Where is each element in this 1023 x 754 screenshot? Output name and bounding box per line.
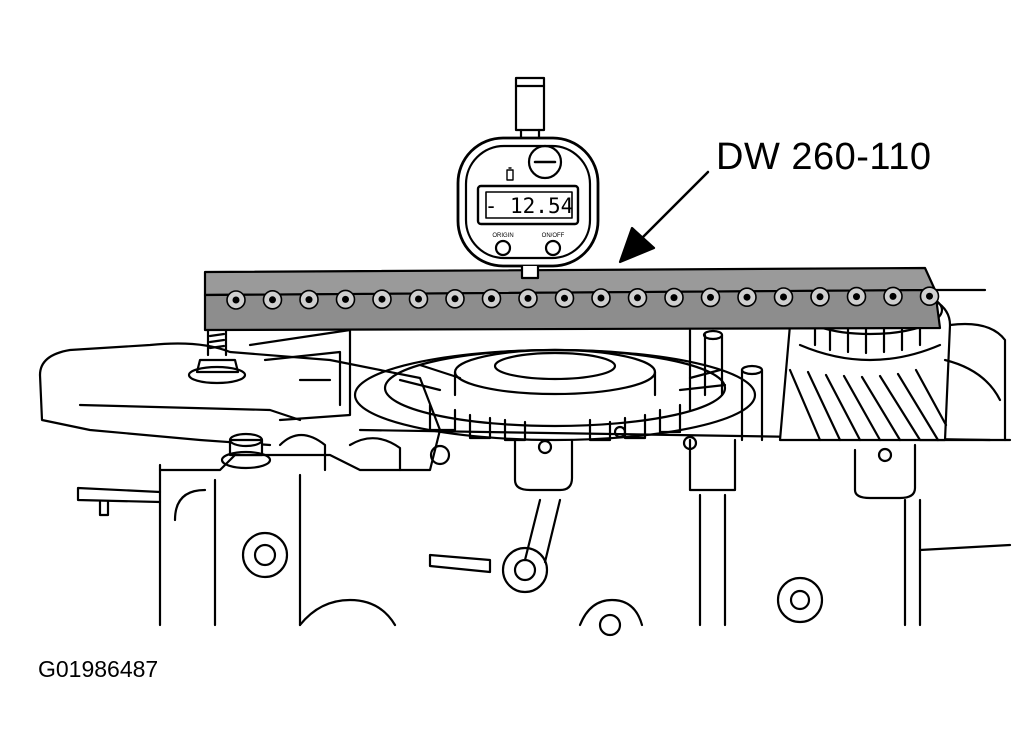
label-arrow <box>618 170 710 264</box>
shift-posts <box>688 328 764 442</box>
bolt-hole-center <box>269 296 276 304</box>
bolt-hole-center <box>305 296 313 304</box>
tool-label: DW 260-110 <box>716 136 932 178</box>
bolt-hole-center <box>232 296 240 304</box>
bolt-hole-center <box>707 293 714 301</box>
bolt-hole-center <box>853 293 860 301</box>
transmission-housing <box>38 342 1012 637</box>
bolt-hole-center <box>415 295 422 303</box>
dial-reading: - 12.54 <box>485 194 574 218</box>
dial-indicator <box>456 76 600 280</box>
bolt-hole-center <box>342 295 349 303</box>
bolt-hole-center <box>561 294 568 302</box>
bearing-ring <box>353 348 757 442</box>
bolt-hole-center <box>634 294 641 302</box>
bolt-hole-center <box>743 293 751 301</box>
gauge-bar-holes <box>226 286 940 310</box>
bolt-hole-center <box>816 293 824 301</box>
bolt-hole-center <box>926 292 933 300</box>
bolt-hole-center <box>670 294 678 302</box>
origin-button-label: ORIGIN <box>492 233 513 239</box>
figure-id: G01986487 <box>38 656 159 682</box>
bolt-hole-center <box>524 294 532 302</box>
bolt-hole-center <box>378 295 386 303</box>
bolt-hole-center <box>451 295 459 303</box>
onoff-button-label: ON/OFF <box>542 233 565 239</box>
bolt-hole-center <box>780 293 787 301</box>
bolt-hole-center <box>597 294 605 302</box>
bolt-hole-center <box>488 295 495 303</box>
bolt-hole-center <box>889 292 897 300</box>
left-casting <box>187 328 451 472</box>
